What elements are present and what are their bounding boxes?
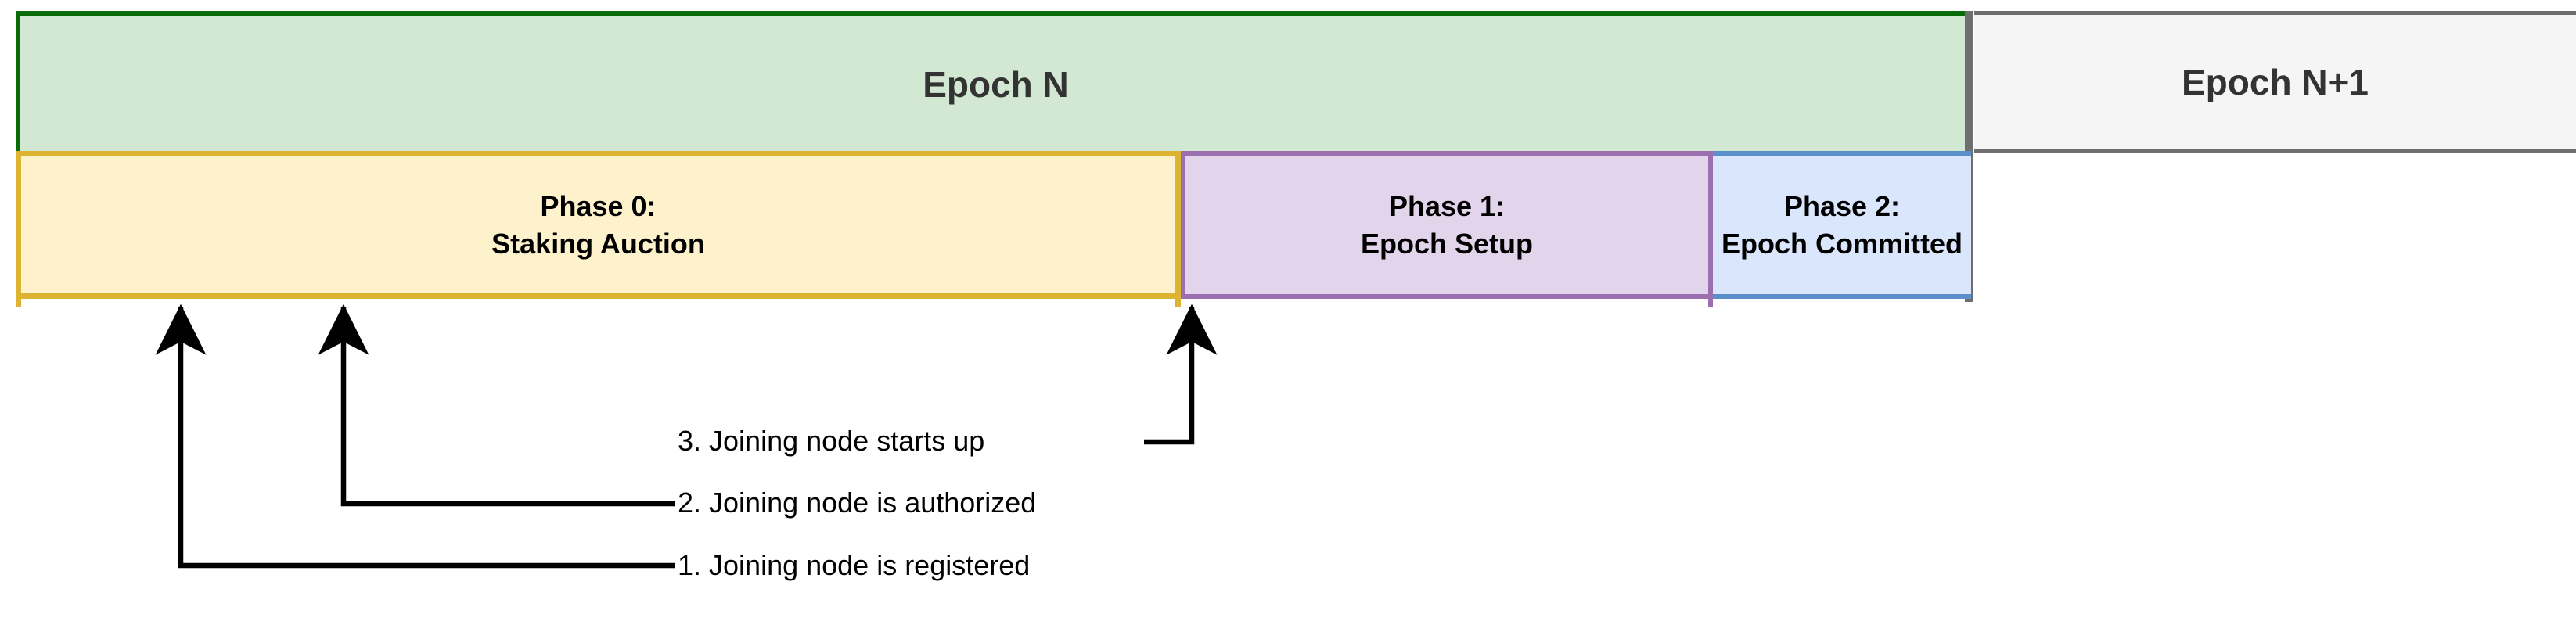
annotation-2-label: 2. Joining node is authorized [678, 487, 1037, 519]
annotation-3-label: 3. Joining node starts up [678, 425, 985, 457]
phase-0-line1: Phase 0: [540, 189, 657, 222]
epoch-n-block: Epoch N [16, 11, 1971, 153]
phase-0-line2: Staking Auction [491, 227, 705, 260]
phase-1-line1: Phase 1: [1388, 189, 1506, 222]
phase-1-block: Phase 1: Epoch Setup [1181, 151, 1713, 299]
epoch-n-plus-1-block: Epoch N+1 [1974, 11, 2576, 153]
phase-2-block: Phase 2: Epoch Committed [1713, 151, 1971, 299]
epoch-n-label: Epoch N [923, 64, 1069, 105]
phase-0-block: Phase 0: Staking Auction [16, 151, 1181, 299]
phase-2-line1: Phase 2: [1783, 189, 1901, 222]
phase-0-right-rail [1175, 151, 1181, 307]
leader-line-3 [1144, 303, 1218, 445]
leader-line-2 [318, 303, 675, 507]
epoch-n-plus-1-label: Epoch N+1 [2181, 62, 2369, 102]
annotation-1-label: 1. Joining node is registered [678, 549, 1031, 581]
phase-1-line2: Epoch Setup [1360, 227, 1533, 260]
phase-1-right-rail [1708, 151, 1713, 307]
phase-2-line2: Epoch Committed [1721, 227, 1963, 260]
leader-line-1 [155, 303, 675, 569]
phase-0-left-rail [16, 151, 21, 307]
